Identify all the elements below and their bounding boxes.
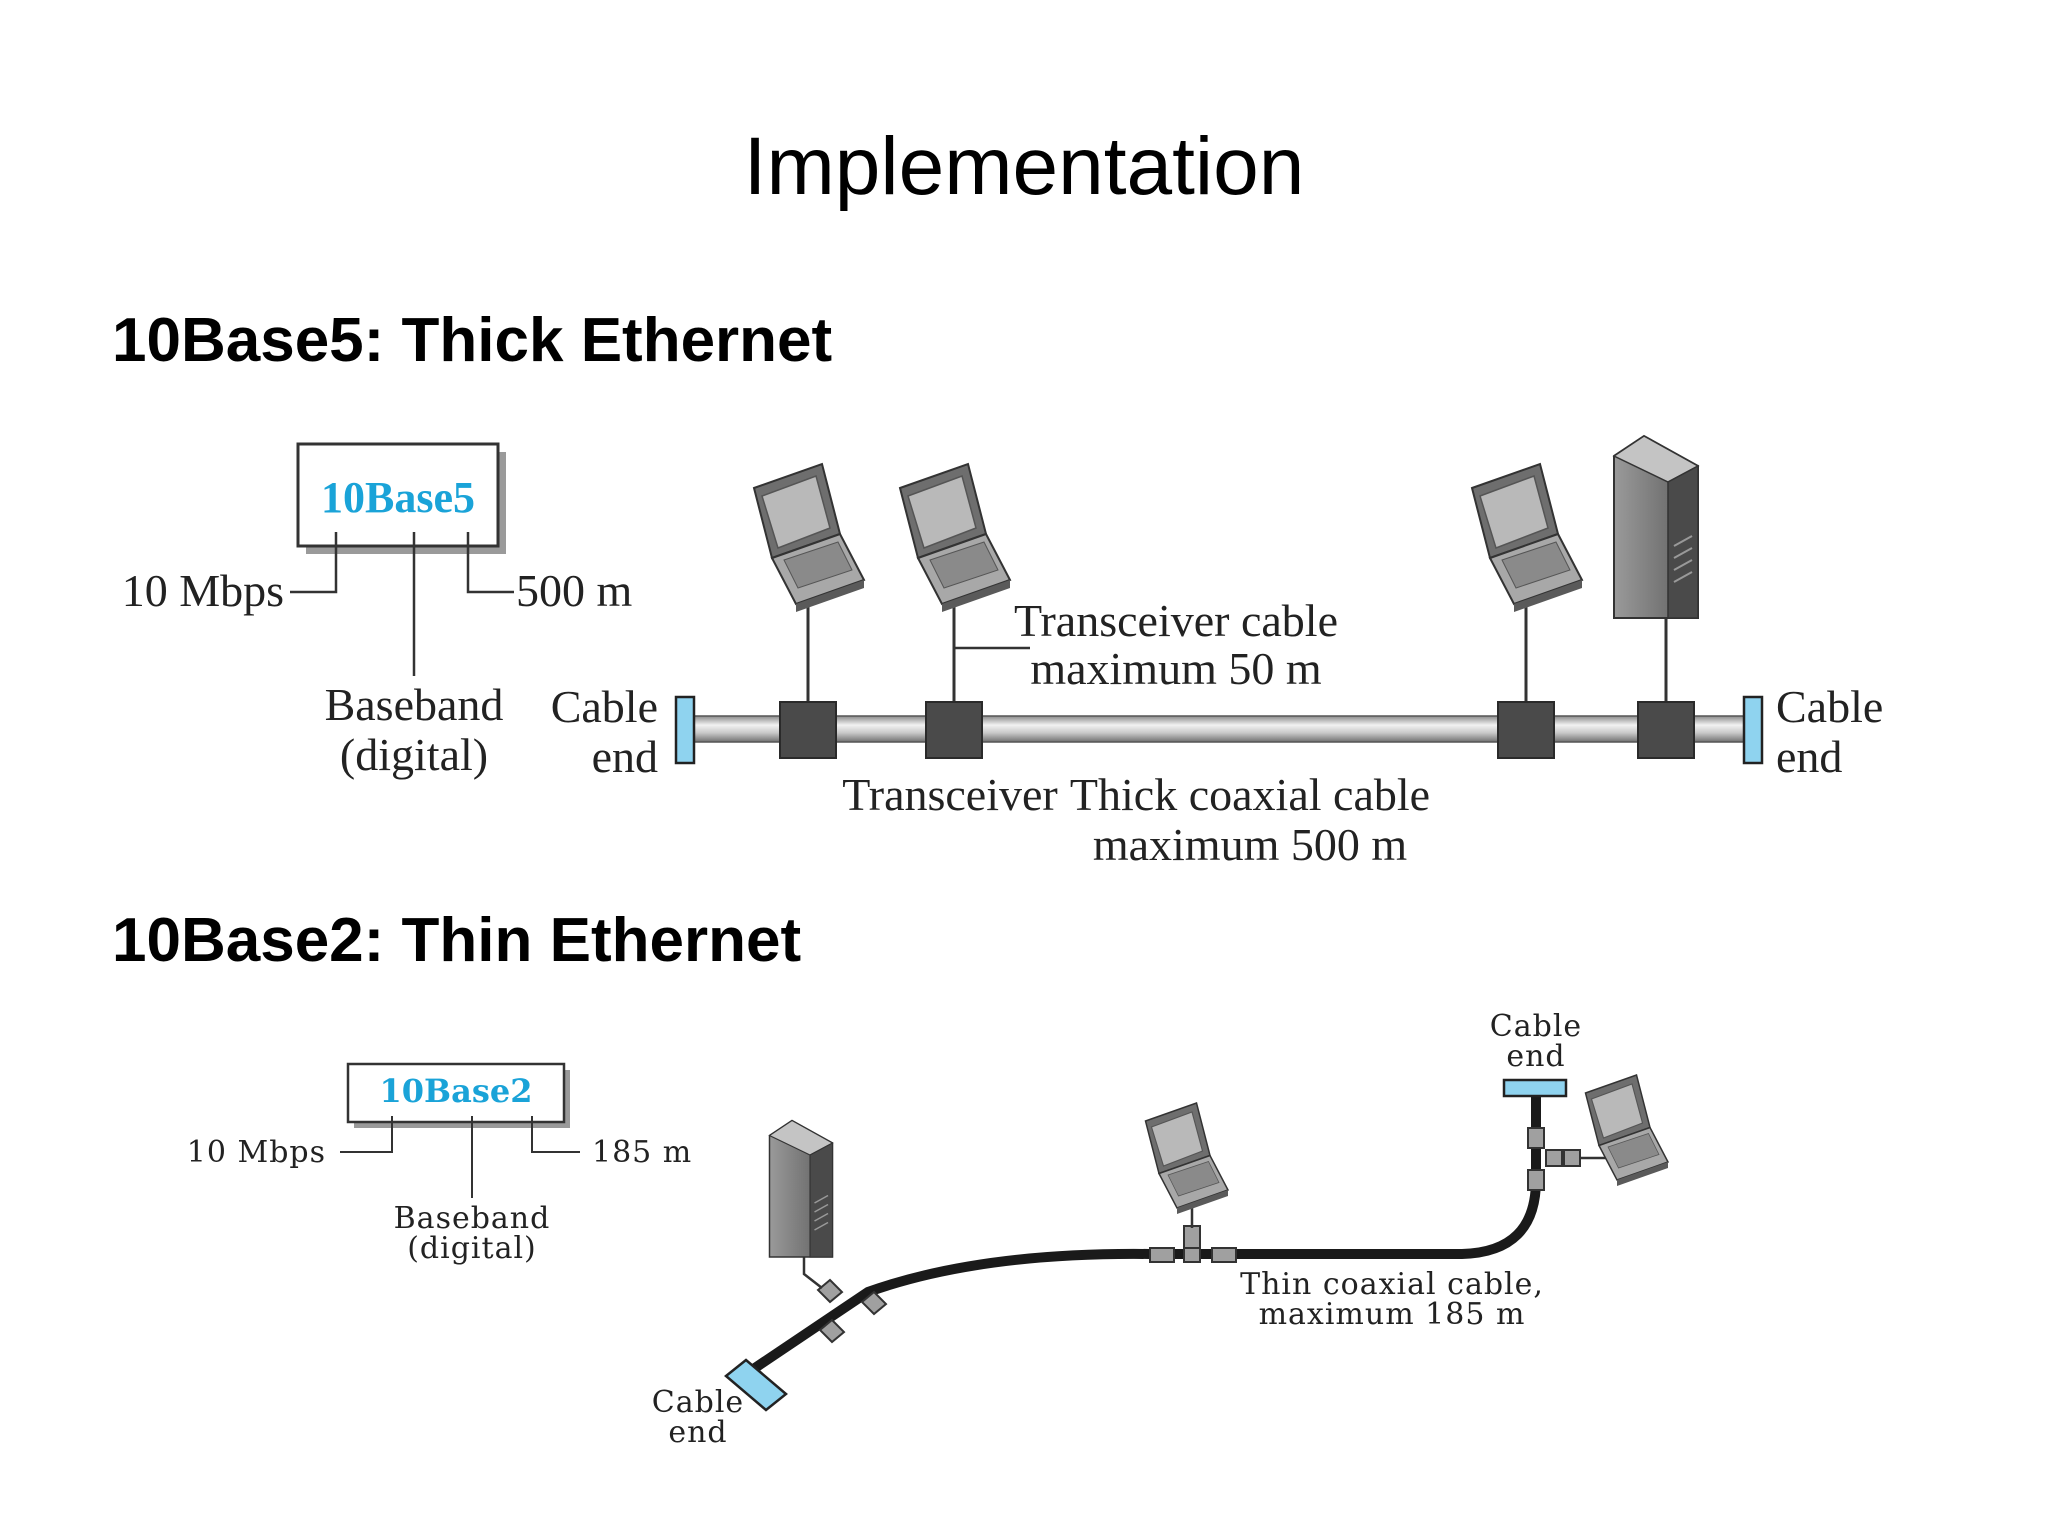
server-drop-line — [802, 1252, 823, 1289]
thin-rate-leader-line — [340, 1116, 393, 1153]
transceiver-cable-label-1: Transceiver cable — [1014, 595, 1338, 646]
thin-length-label: 185 m — [592, 1135, 692, 1170]
thin-coax-label-2: maximum 185 m — [1259, 1297, 1526, 1332]
page-title: Implementation — [743, 121, 1305, 212]
thick-badge-label: 10Base5 — [321, 473, 475, 522]
transceiver-label: Transceiver — [842, 769, 1057, 820]
rate-leader-line — [290, 532, 338, 594]
thick-cable-end-left — [674, 695, 696, 765]
thick-cable-end-right-label-1: Cable — [1776, 681, 1883, 732]
thick-cable-end-left-label-2: end — [592, 731, 658, 782]
thin-signal-label-2: (digital) — [407, 1231, 537, 1266]
thin-cable-end-bottom — [724, 1358, 788, 1412]
thin-cable-end-bottom-label-2: end — [668, 1415, 727, 1450]
thin-coaxial-cable — [741, 1085, 1541, 1379]
thin-cable-end-bottom-label-1: Cable — [652, 1385, 744, 1420]
thin-badge-label: 10Base2 — [380, 1072, 533, 1110]
laptop-icon — [1471, 463, 1583, 613]
server-icon — [768, 1119, 834, 1258]
thick-cable-end-left-label-1: Cable — [551, 681, 658, 732]
laptop-icon — [1144, 1102, 1229, 1215]
thick-cable-end-right-label-2: end — [1776, 731, 1842, 782]
thin-cable-end-top-label-1: Cable — [1490, 1009, 1582, 1044]
transceiver-cable-label-2: maximum 50 m — [1030, 643, 1322, 694]
transceiver-1 — [779, 701, 837, 759]
laptop-icon — [1584, 1074, 1669, 1187]
thick-signal-label-1: Baseband — [325, 679, 504, 730]
thin-length-leader-line — [531, 1116, 580, 1153]
server-icon — [1613, 435, 1699, 619]
thick-coaxial-cable — [689, 715, 1749, 743]
thick-cable-end-right — [1742, 695, 1764, 765]
transceiver-3 — [1497, 701, 1555, 759]
length-leader-line — [466, 532, 514, 594]
thick-signal-label-2: (digital) — [340, 729, 488, 780]
thick-badge-box — [296, 442, 500, 548]
thin-coax-label-1: Thin coaxial cable, — [1240, 1267, 1544, 1302]
t-connector-top — [1527, 1127, 1581, 1191]
transceiver-4 — [1637, 701, 1695, 759]
thin-cable-end-top-label-2: end — [1506, 1039, 1565, 1074]
thin-ethernet-diagram: 10Base2 10 Mbps 185 m Baseband (digital) — [187, 1009, 1669, 1450]
laptop-icon — [753, 463, 865, 613]
thick-coax-label-2: maximum 500 m — [1093, 819, 1408, 870]
thin-ethernet-heading: 10Base2: Thin Ethernet — [112, 906, 802, 975]
thick-coax-label-1: Thick coaxial cable — [1070, 769, 1430, 820]
thin-signal-label-1: Baseband — [394, 1201, 551, 1236]
t-connector-middle — [1149, 1225, 1237, 1263]
t-connector-server — [816, 1278, 888, 1344]
transceiver-2 — [925, 701, 983, 759]
thick-length-label: 500 m — [516, 565, 633, 616]
laptop-icon — [899, 463, 1011, 613]
thick-ethernet-heading: 10Base5: Thick Ethernet — [112, 306, 833, 375]
thick-ethernet-diagram: 10Base5 10 Mbps 500 m Baseband (digital)… — [122, 435, 1883, 870]
thin-rate-label: 10 Mbps — [187, 1135, 326, 1170]
thin-badge-box — [346, 1062, 566, 1124]
thin-cable-end-top — [1502, 1078, 1568, 1098]
thick-rate-label: 10 Mbps — [122, 565, 284, 616]
